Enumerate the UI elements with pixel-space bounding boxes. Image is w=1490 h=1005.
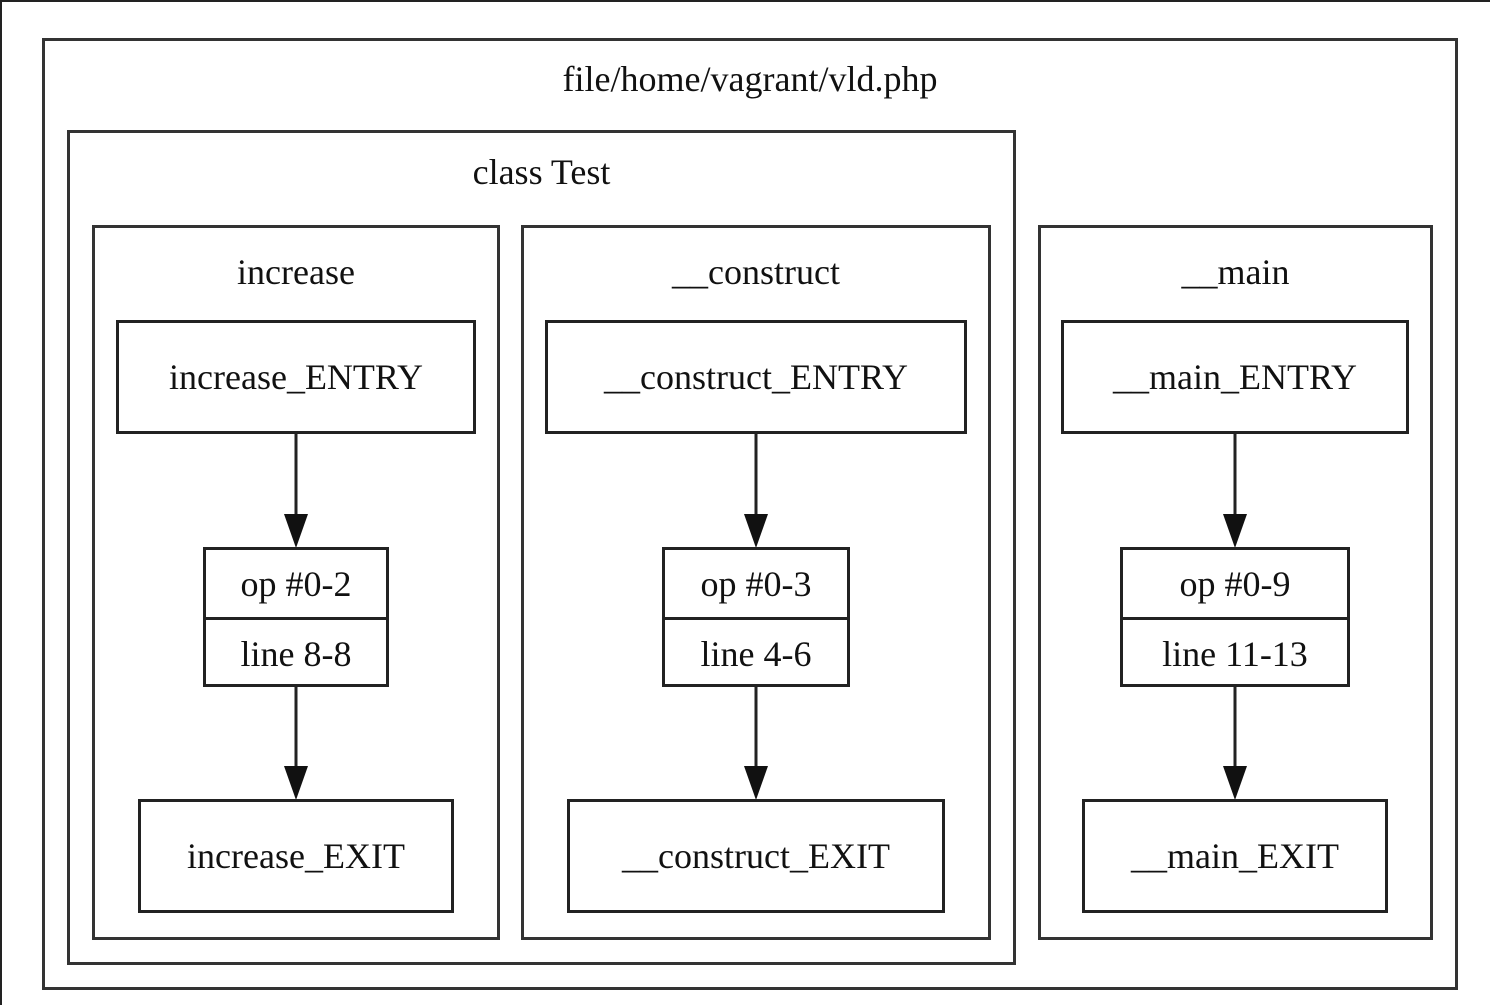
increase-op-cell: op #0-2 — [206, 550, 386, 620]
edge-main-entry-op — [1223, 433, 1247, 548]
main-entry-node: __main_ENTRY — [1061, 320, 1409, 434]
increase-entry-node: increase_ENTRY — [116, 320, 476, 434]
edge-construct-entry-op — [744, 433, 768, 548]
construct-line-cell: line 4-6 — [700, 633, 812, 674]
main-op-record: op #0-9 line 11-13 — [1120, 547, 1350, 687]
increase-exit-node: increase_EXIT — [138, 799, 454, 913]
class-test-cluster-title: class Test — [472, 152, 611, 192]
increase-cluster: increase — [92, 225, 500, 940]
edge-main-op-exit — [1223, 686, 1247, 800]
main-line-cell: line 11-13 — [1162, 633, 1308, 674]
construct-op-cell: op #0-3 — [665, 550, 847, 620]
edge-construct-op-exit — [744, 686, 768, 800]
file-cluster-title: file/home/vagrant/vld.php — [562, 59, 938, 99]
edge-increase-op-exit — [284, 686, 308, 800]
class-test-cluster: class Test — [67, 130, 1016, 965]
construct-cluster-title: __construct — [672, 252, 840, 292]
file-cluster: file/home/vagrant/vld.php — [42, 38, 1458, 990]
construct-op-record: op #0-3 line 4-6 — [662, 547, 850, 687]
main-exit-node: __main_EXIT — [1082, 799, 1388, 913]
increase-line-cell: line 8-8 — [240, 633, 352, 674]
increase-cluster-title: increase — [237, 252, 355, 292]
construct-exit-node: __construct_EXIT — [567, 799, 945, 913]
main-cluster-title: __main — [1181, 252, 1290, 292]
edge-increase-entry-op — [284, 433, 308, 548]
main-cluster: __main — [1038, 225, 1433, 940]
main-op-cell: op #0-9 — [1123, 550, 1347, 620]
increase-op-record: op #0-2 line 8-8 — [203, 547, 389, 687]
construct-entry-node: __construct_ENTRY — [545, 320, 967, 434]
construct-cluster: __construct — [521, 225, 991, 940]
